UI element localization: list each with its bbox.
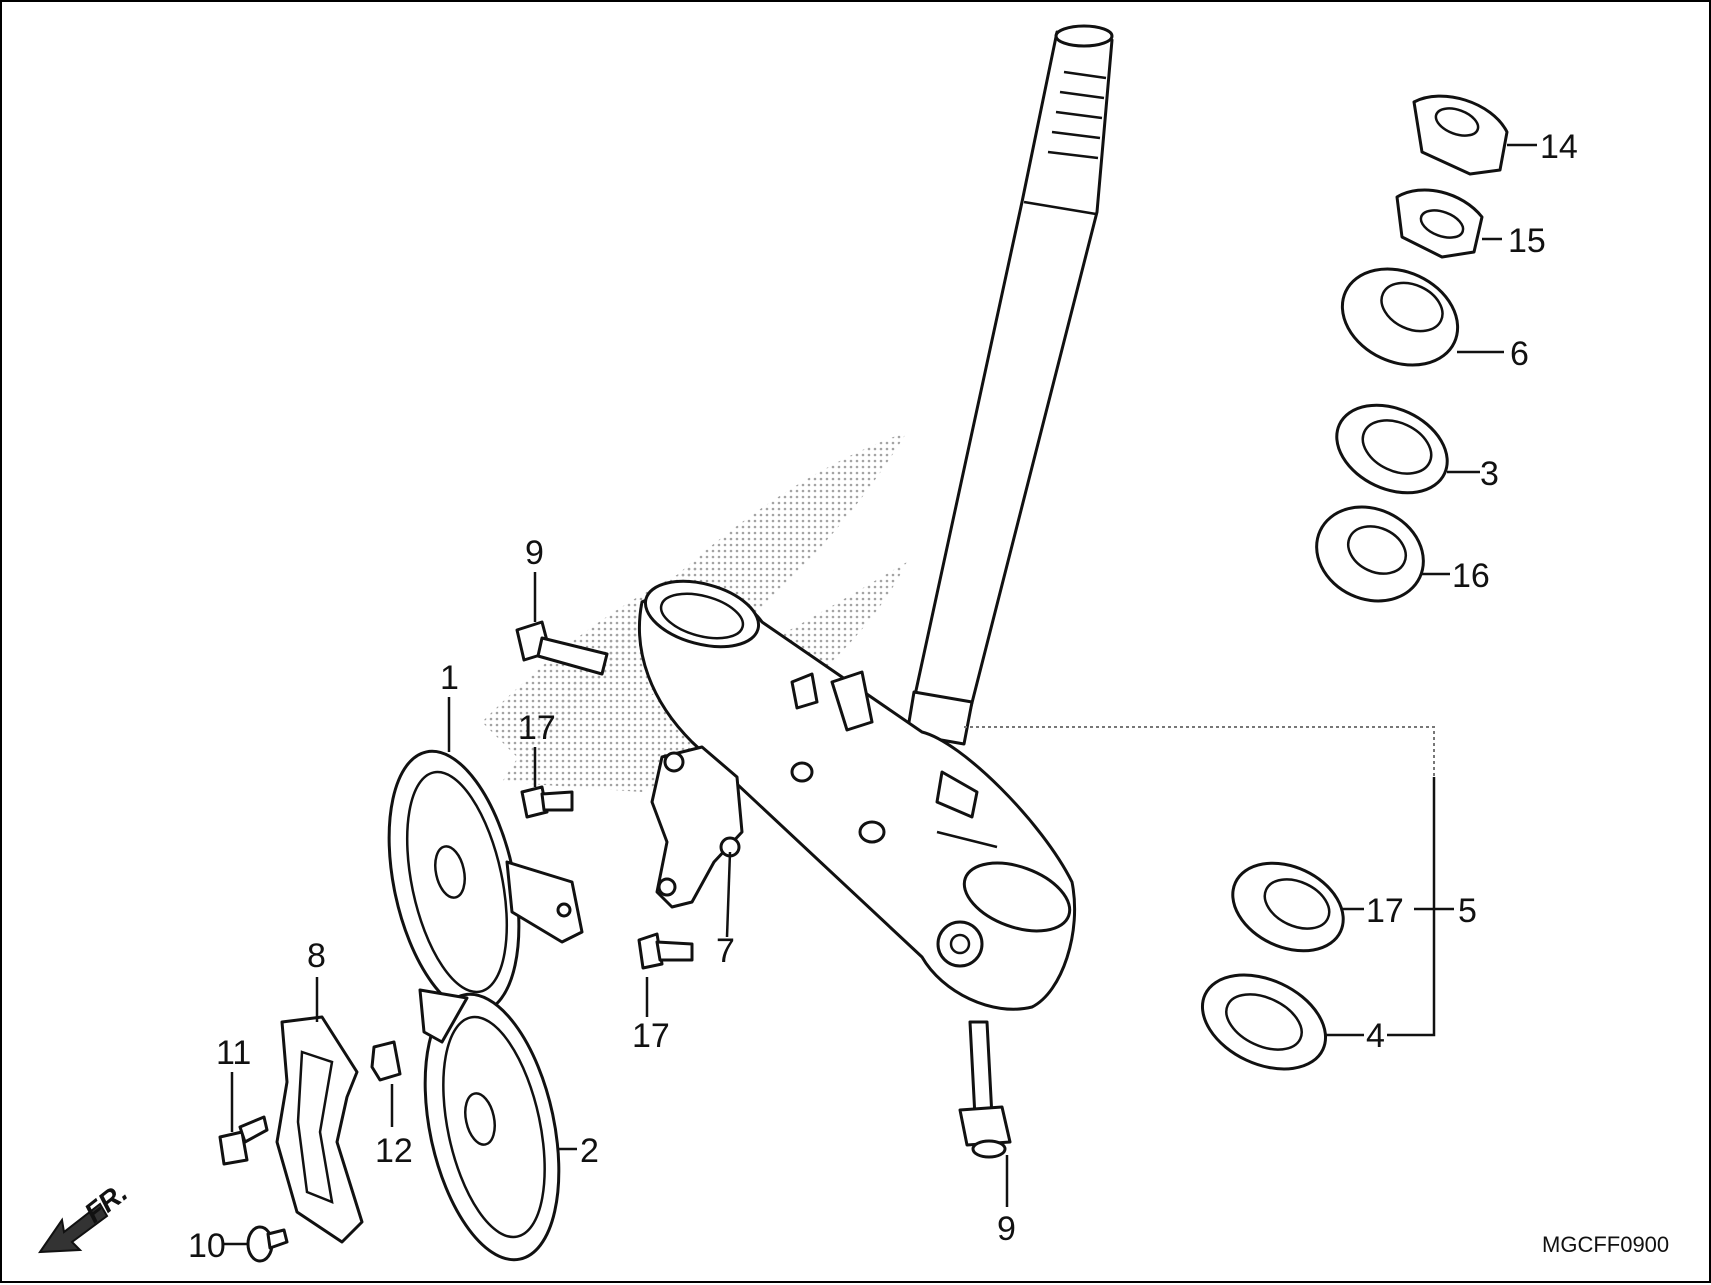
dust-seal-4 (1200, 973, 1328, 1071)
callout-7: 7 (716, 932, 735, 970)
bearing-15 (1315, 505, 1425, 603)
bolt-17-upper (520, 785, 574, 819)
callout-14: 15 (1508, 222, 1546, 260)
bolt-11 (218, 1115, 269, 1166)
lock-washer-14 (1395, 188, 1484, 259)
bottom-bridge (637, 579, 1077, 1011)
horn-bracket (650, 745, 744, 909)
callout-5: 5 (1458, 892, 1477, 930)
callout-12: 12 (375, 1132, 413, 1170)
callout-6: 6 (1510, 335, 1529, 373)
horn-lower (418, 988, 561, 1262)
bolt-17-lower (637, 932, 694, 970)
callout-13: 14 (1540, 128, 1578, 166)
screw-10 (246, 1225, 289, 1263)
leader-lines (224, 143, 1537, 1246)
bolt-9-upper (515, 620, 609, 676)
callout-17-upper: 17 (518, 709, 556, 747)
bearing-6 (1340, 267, 1460, 367)
dust-seal-3 (1335, 403, 1449, 495)
reference-line (964, 726, 1435, 777)
callout-17-lower: 17 (632, 1017, 670, 1055)
diagram-code: MGCFF0900 (1542, 1232, 1669, 1257)
front-arrow: FR. (38, 1177, 133, 1254)
callout-2: 2 (580, 1132, 599, 1170)
callout-4: 4 (1366, 1017, 1385, 1055)
callout-11: 11 (216, 1034, 251, 1072)
callout-16: 17 (1366, 892, 1404, 930)
callout-9-upper: 9 (525, 534, 544, 572)
horn-upper (387, 749, 584, 1015)
seal-16 (1231, 861, 1345, 953)
callout-1: 1 (440, 659, 459, 697)
callout-3: 3 (1480, 455, 1499, 493)
bolt-9-lower (958, 1020, 1012, 1159)
nut-12 (370, 1040, 402, 1082)
callout-10: 10 (188, 1227, 226, 1265)
callout-15: 16 (1452, 557, 1490, 595)
callout-8: 8 (307, 937, 326, 975)
callout-9-lower: 9 (997, 1210, 1016, 1248)
steering-stem (905, 24, 1114, 746)
lock-nut-13 (1412, 94, 1509, 176)
callouts: 14 15 6 3 16 17 5 4 9 1 17 7 17 8 11 12 … (188, 128, 1578, 1265)
hose-guide (275, 1015, 364, 1244)
